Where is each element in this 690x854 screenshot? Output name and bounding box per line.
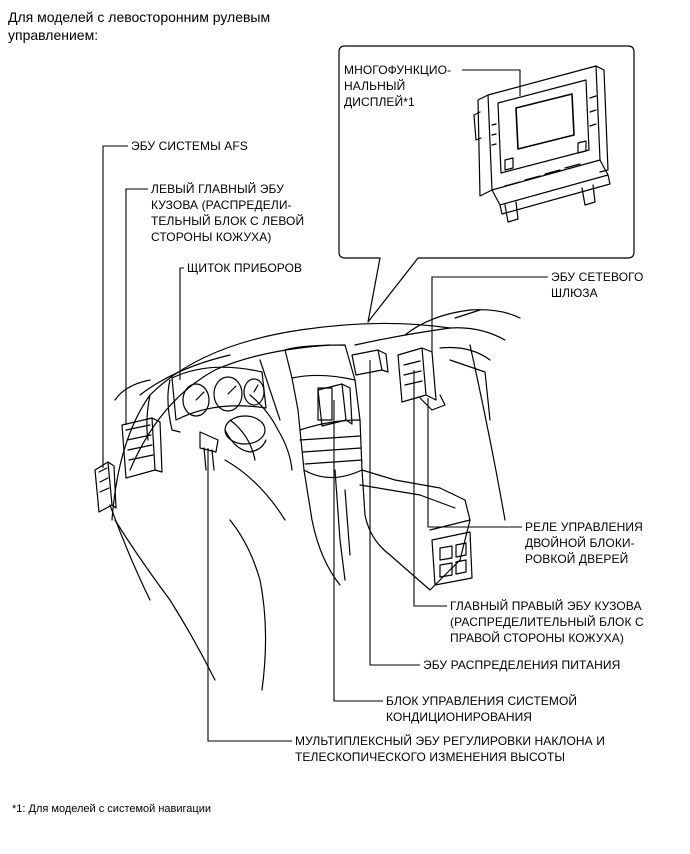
ac-control-unit [317,383,353,427]
label-afs-ecu: ЭБУ СИСТЕМЫ AFS [131,139,248,153]
power-distribution-ecu-module [351,349,389,376]
label-ac-control: БЛОК УПРАВЛЕНИЯ СИСТЕМОЙ КОНДИЦИОНИРОВАН… [386,694,578,724]
label-double-lock-relay: РЕЛЕ УПРАВЛЕНИЯ ДВОЙНОЙ БЛОКИ- РОВКОЙ ДВ… [525,520,643,566]
leader-double-lock-relay [427,398,522,528]
steering-column [199,415,267,471]
leader-power-dist-ecu [369,360,420,666]
leader-right-body-ecu [413,370,447,607]
leader-tilt-ecu [207,448,292,742]
label-tilt-telescopic-ecu: МУЛЬТИПЛЕКСНЫЙ ЭБУ РЕГУЛИРОВКИ НАКЛОНА И… [295,734,605,764]
leader-ac-control [333,400,383,702]
instrument-cluster [167,366,267,433]
leader-left-body-ecu [125,188,148,425]
dashboard-outline [109,309,521,691]
page-heading: Для моделей с левосторонним рулевым упра… [8,9,271,43]
leader-instrument-cluster [179,267,184,380]
afs-ecu-module [94,461,117,513]
footnote: *1: Для моделей с системой навигации [12,803,212,815]
inset-callout-frame [338,45,635,323]
leader-gateway-ecu [431,276,548,352]
multifunction-display-unit [473,65,611,223]
label-power-distribution-ecu: ЭБУ РАСПРЕДЕЛЕНИЯ ПИТАНИЯ [423,658,621,672]
label-gateway-ecu: ЭБУ СЕТЕВОГО ШЛЮЗА [551,270,644,300]
label-instrument-cluster: ЩИТОК ПРИБОРОВ [187,261,303,275]
label-right-body-ecu: ГЛАВНЫЙ ПРАВЫЙ ЭБУ КУЗОВА (РАСПРЕДЕЛИТЕЛ… [450,599,644,645]
leader-multi-display [462,69,521,96]
left-body-ecu-block [121,417,163,479]
label-left-body-ecu: ЛЕВЫЙ ГЛАВНЫЙ ЭБУ КУЗОВА (РАСПРЕДЕЛИ- ТЕ… [151,182,305,244]
label-multifunction-display: МНОГОФУНКЦИО- НАЛЬНЫЙ ДИСПЛЕЙ*1 [344,63,452,109]
leader-afs-ecu [102,145,128,468]
gateway-ecu-module [397,347,446,411]
